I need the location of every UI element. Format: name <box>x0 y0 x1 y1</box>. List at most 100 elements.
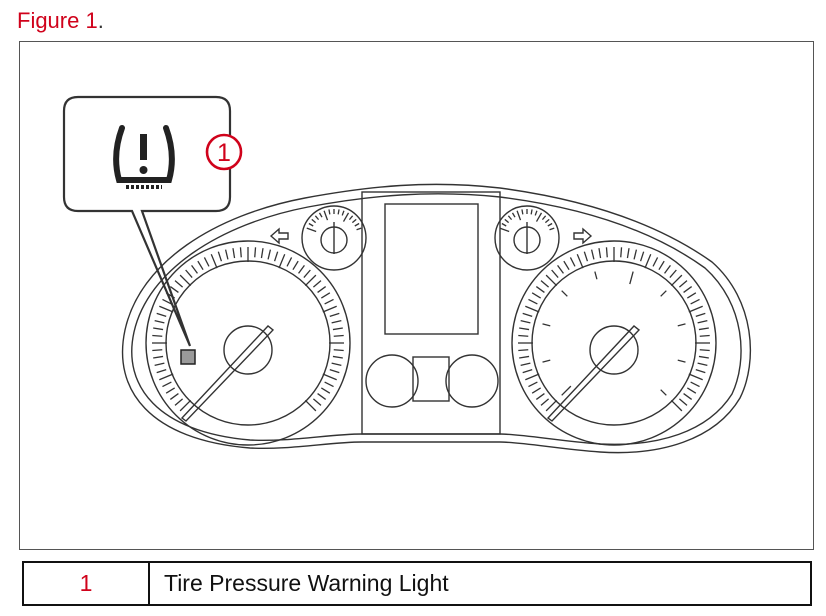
right-dial-outer <box>511 240 717 446</box>
left-dial-tick <box>317 393 327 400</box>
right-dial-tick <box>669 269 677 279</box>
left-dial-tick <box>156 312 167 318</box>
right-dial-tick <box>670 274 683 287</box>
left-dial-outer <box>145 240 351 446</box>
right-small-gauge-tick <box>521 209 524 215</box>
right-dial-tick <box>545 399 558 412</box>
left-dial-tick <box>224 249 229 260</box>
right-dial-tick <box>535 286 545 293</box>
center-panel <box>361 191 501 435</box>
right-dial-tick <box>518 349 529 352</box>
right-dial-tick <box>670 399 683 412</box>
right-dial-tick <box>678 398 688 406</box>
right-dial-tick <box>531 387 542 394</box>
diagram-frame <box>19 41 814 550</box>
right-small-gauge-tick <box>504 218 510 224</box>
right-dial-tick <box>520 362 531 367</box>
right-dial-tick <box>590 249 595 260</box>
left-small-gauge-tick <box>323 210 329 221</box>
left-dial-tick <box>152 349 163 352</box>
legend-description: Tire Pressure Warning Light <box>164 570 449 596</box>
right-dial-tick <box>569 257 576 267</box>
right-dial-inner-tick <box>660 389 667 396</box>
right-turn-arrow-icon <box>573 227 593 245</box>
left-small-gauge-tick <box>308 222 314 227</box>
left-dial-tick <box>333 349 344 352</box>
right-dial-tick <box>678 280 688 288</box>
right-dial-tick <box>525 305 540 313</box>
left-dial-tick <box>232 248 236 259</box>
left-dial-tick <box>317 286 327 293</box>
left-dial-needle <box>180 325 275 422</box>
left-dial-tick <box>304 274 317 287</box>
right-small-gauge-tick <box>516 210 522 221</box>
right-dial-tick <box>658 260 665 271</box>
left-dial-tick <box>332 327 343 331</box>
left-dial-tick <box>273 251 279 262</box>
right-dial-tick <box>522 368 533 374</box>
right-dial-tick <box>697 362 708 367</box>
left-small-gauge-tick <box>342 212 350 222</box>
right-small-gauge-tick <box>547 222 553 227</box>
left-dial-tick <box>320 292 331 299</box>
right-dial-tick <box>583 251 589 262</box>
right-small-gauge-tick <box>535 212 543 222</box>
right-dial-tick <box>531 292 542 299</box>
left-dial-tick <box>191 264 198 274</box>
right-dial-tick <box>664 264 671 274</box>
left-dial-tick <box>324 381 334 388</box>
left-dial-tick <box>329 312 340 318</box>
right-dial-tick <box>639 251 645 262</box>
right-dial-tick <box>535 393 545 400</box>
left-dial-tick <box>304 399 317 412</box>
right-dial-tick <box>652 257 659 267</box>
right-small-gauge-tick <box>530 209 533 215</box>
left-dial-tick <box>312 398 322 406</box>
left-dial-tick <box>278 254 286 269</box>
left-dial-tick <box>162 298 172 305</box>
instrument-cluster-diagram: 1 <box>62 95 752 454</box>
right-small-gauge-tick <box>544 218 550 224</box>
left-dial-tick <box>333 334 344 337</box>
right-dial-inner-tick <box>677 359 686 363</box>
right-dial-tick <box>522 312 533 318</box>
right-dial-tick <box>540 280 550 288</box>
left-small-gauge-tick <box>337 209 340 215</box>
left-dial-tick <box>320 387 331 394</box>
left-dial-tick <box>203 257 210 267</box>
left-dial-tick <box>303 269 311 279</box>
right-small-gauge-tick <box>501 222 507 227</box>
left-dial-tick <box>156 368 167 374</box>
right-dial-inner-tick <box>561 290 568 297</box>
left-dial-tick <box>331 319 342 324</box>
right-dial-tick <box>540 398 550 406</box>
right-dial-tick <box>563 260 570 271</box>
right-dial-tick <box>557 264 564 274</box>
left-small-gauge-tick <box>356 227 362 231</box>
right-dial-tick <box>683 286 693 293</box>
tire-pressure-warning-icon <box>113 125 175 189</box>
right-dial-tick <box>686 292 697 299</box>
callout-bubble <box>62 95 232 347</box>
left-dial-tick <box>179 274 192 287</box>
right-dial-tick <box>695 312 706 318</box>
dial-tick-marks <box>152 209 710 412</box>
right-dial-tick <box>633 249 638 260</box>
right-small-gauge <box>494 205 560 271</box>
right-dial-tick <box>699 349 710 352</box>
left-dial-tick <box>322 305 337 313</box>
right-dial-tick <box>620 247 623 258</box>
right-dial-tick <box>683 393 693 400</box>
left-small-gauge-tick <box>354 222 360 227</box>
right-dial-tick <box>551 269 559 279</box>
left-small-gauge-tick <box>318 212 323 218</box>
left-small-gauge-tick <box>351 218 357 224</box>
right-dial-inner-tick <box>542 323 551 327</box>
right-small-gauge-tick <box>549 227 555 231</box>
left-dial-tick <box>159 305 174 313</box>
right-dial-tick <box>519 327 530 331</box>
left-small-gauge-tick <box>348 215 354 221</box>
left-dial-tick <box>331 362 342 367</box>
left-small-gauge-tick <box>328 209 331 215</box>
left-dial-tick <box>286 257 293 267</box>
